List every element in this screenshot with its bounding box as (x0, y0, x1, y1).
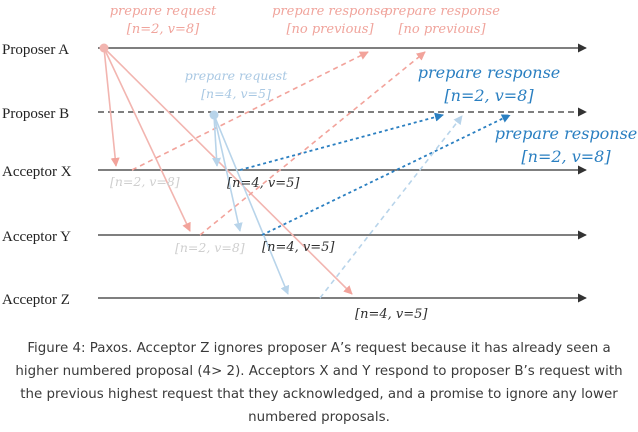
a-request-label: prepare request (110, 4, 217, 19)
b-response-from-y-arrow (261, 114, 511, 236)
b-response-2-label: prepare response (495, 124, 638, 143)
lane-label-proposer-b: Proposer B (2, 106, 69, 122)
a-request-to-y-arrow (103, 47, 191, 232)
a-response-2-values: [no previous] (398, 22, 486, 37)
b-request-to-y-arrow (213, 114, 243, 232)
a-request-to-z-arrow (103, 47, 353, 295)
acceptor-x-b-state: [n=4, v=5] (227, 176, 300, 191)
b-response-2-values: [n=2, v=8] (521, 147, 611, 166)
a-request-values: [n=2, v=8] (127, 22, 200, 37)
acceptor-x-a-state: [n=2, v=8] (110, 174, 180, 189)
a-request-to-x-arrow (103, 47, 120, 167)
a-response-from-y-arrow (199, 51, 426, 236)
b-response-from-x-arrow (239, 112, 444, 171)
acceptor-y-b-state: [n=4, v=5] (262, 240, 335, 255)
lane-label-acceptor-y: Acceptor Y (2, 229, 71, 245)
b-response-1-label: prepare response (418, 63, 561, 82)
acceptor-z-state: [n=4, v=5] (355, 307, 428, 322)
b-request-to-z-arrow (213, 114, 290, 295)
a-response-1-label: prepare response (272, 4, 388, 19)
b-response-1-values: [n=2, v=8] (444, 86, 534, 105)
lane-label-acceptor-z: Acceptor Z (2, 292, 70, 308)
a-response-1-values: [no previous] (286, 22, 374, 37)
lane-label-proposer-a: Proposer A (2, 42, 69, 58)
b-request-to-x-arrow (212, 114, 222, 167)
z-response-arrow (319, 115, 463, 299)
acceptor-y-a-state: [n=2, v=8] (175, 240, 245, 255)
a-response-from-x-arrow (131, 51, 369, 171)
b-request-label: prepare request (185, 68, 288, 83)
lane-label-acceptor-x: Acceptor X (2, 164, 72, 180)
b-request-values: [n=4, v=5] (201, 86, 271, 101)
a-response-2-label: prepare response (384, 4, 500, 19)
paxos-diagram: Proposer A Proposer B Acceptor X Accepto… (2, 4, 638, 322)
figure-caption: Figure 4: Paxos. Acceptor Z ignores prop… (15, 341, 623, 425)
